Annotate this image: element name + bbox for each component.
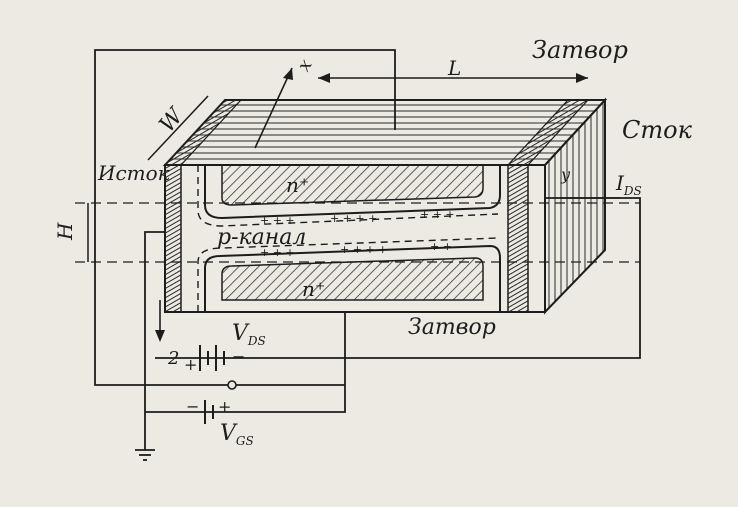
vds-plus-label: + <box>184 355 197 374</box>
terminal-node-icon <box>227 380 237 390</box>
source-contact <box>164 164 182 313</box>
svg-text:+ + +: + + + <box>260 246 295 259</box>
vgs-battery-icon <box>204 400 214 424</box>
upper-gate-core <box>221 164 484 206</box>
drain-contact <box>507 164 529 313</box>
gate-bottom-wire <box>145 312 346 413</box>
node-number-label: 2 <box>167 348 179 369</box>
lower-gate-region <box>204 244 501 313</box>
ground-symbol <box>135 449 155 461</box>
upper-gate-region <box>204 164 501 220</box>
vds-label: VDS <box>232 321 266 348</box>
svg-text:+ + +: + + + <box>420 208 455 221</box>
gate-top-label: Затвор <box>532 36 628 64</box>
x-axis-arrow <box>254 67 293 149</box>
gate-bottom-label: Затвор <box>408 315 496 340</box>
depletion-charge-markers: + + + + + + + + + + + + + + + + + + + <box>260 208 455 259</box>
width-label: W <box>155 102 190 137</box>
source-label: Исток <box>97 161 170 185</box>
current-label: IDS <box>615 171 642 198</box>
upper-depletion-boundary <box>197 165 499 227</box>
vgs-label: VGS <box>220 421 254 448</box>
n-plus-top-label: n⁺ <box>286 173 309 197</box>
gate-top-wire <box>94 49 396 386</box>
height-label: H <box>53 222 77 241</box>
channel-label: p-канал <box>217 225 306 250</box>
source-wire <box>144 231 165 450</box>
vgs-minus-label: − <box>186 397 199 416</box>
source-contact-top <box>163 99 243 166</box>
drain-label: Сток <box>622 116 693 144</box>
vds-battery-icon <box>199 345 225 371</box>
vds-minus-label: − <box>232 347 245 366</box>
length-label: L <box>447 56 461 80</box>
x-axis-label: x <box>293 56 316 75</box>
drain-contact-top <box>506 99 590 166</box>
width-dimension-line <box>147 95 209 161</box>
lower-depletion-boundary <box>197 237 499 312</box>
svg-text:+ +: + + <box>430 240 452 253</box>
n-plus-bottom-label: n⁺ <box>302 277 325 301</box>
lower-gate-core <box>221 257 484 301</box>
svg-text:+ + +: + + + <box>260 214 295 227</box>
svg-text:+ + + +: + + + + <box>330 212 377 225</box>
svg-text:+ + + +: + + + + <box>340 243 387 256</box>
y-axis-label: y <box>560 165 571 184</box>
vgs-plus-label: + <box>218 397 231 416</box>
